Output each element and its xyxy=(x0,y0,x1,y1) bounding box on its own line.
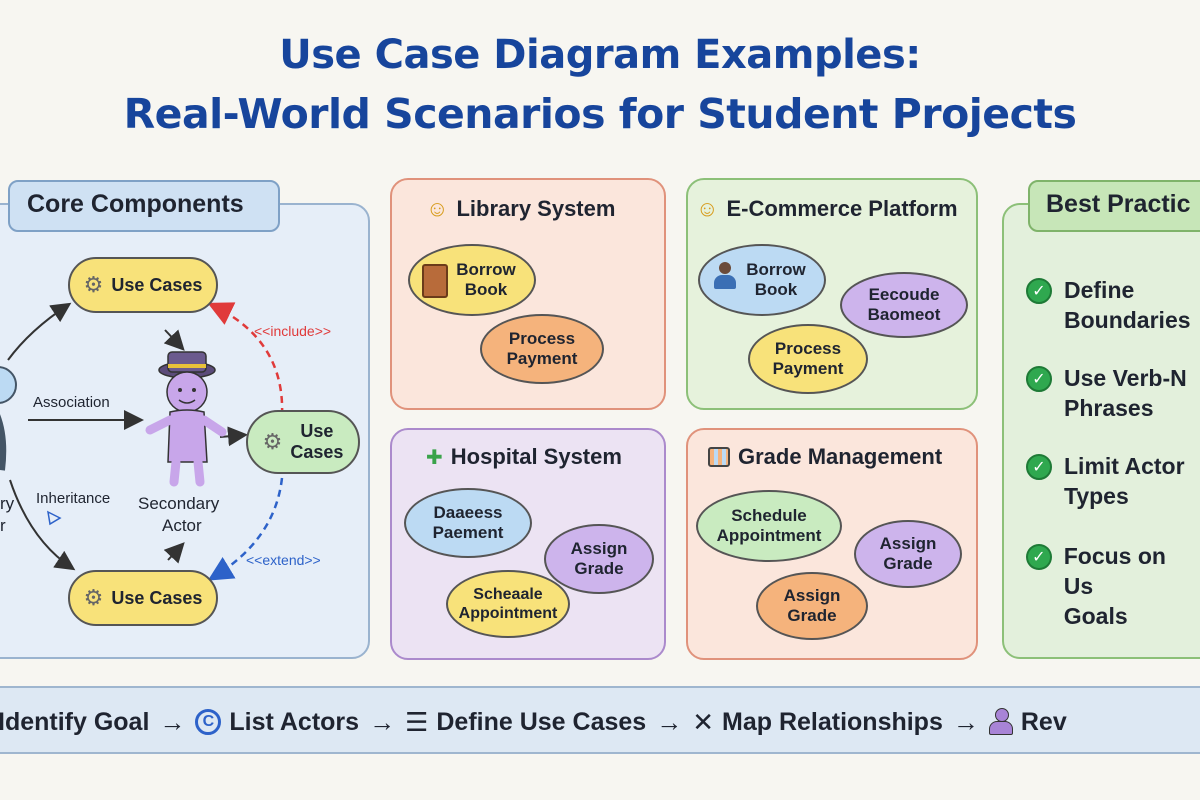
core-use-case-bottom: ⚙ Use Cases xyxy=(68,570,218,626)
hospital-bubble-schedule-appointment: Scheaale Appointment xyxy=(446,570,570,638)
core-use-case-middle: ⚙ Use Cases xyxy=(246,410,360,474)
secondary-actor-label-2: Actor xyxy=(162,516,202,535)
include-label: <<include>> xyxy=(254,323,332,339)
flow-arrow: → xyxy=(159,706,186,737)
library-system-heading: ☺ Library System xyxy=(426,196,616,221)
gear-icon: ⚙ xyxy=(262,429,283,455)
extend-label: <<extend>> xyxy=(246,552,321,568)
core-components-heading: Core Components xyxy=(27,190,244,218)
best-practice-item: ✓ Limit Actor Types xyxy=(1026,452,1185,512)
best-practice-item: ✓ Focus on Us Goals xyxy=(1026,542,1200,632)
primary-actor-label-2: r xyxy=(0,516,6,535)
flow-step-list-actors: List Actors xyxy=(229,707,360,736)
primary-actor-label-1: ry xyxy=(0,494,15,513)
page-title-line1: Use Case Diagram Examples: xyxy=(279,32,921,78)
inheritance-label: Inheritance xyxy=(36,490,111,507)
grade-bubble-assign-grade-1: Assign Grade xyxy=(854,520,962,588)
crossed-tools-icon: ✕ xyxy=(692,706,714,737)
smiley-icon: ☺ xyxy=(696,196,719,221)
best-practices-heading: Best Practic xyxy=(1046,190,1191,218)
ecommerce-bubble-process-payment: Process Payment xyxy=(748,324,868,394)
core-components-heading-box xyxy=(8,180,280,232)
secondary-actor-label-1: Secondary xyxy=(138,494,220,513)
at-sign-icon: C xyxy=(195,709,222,735)
ecommerce-heading: ☺ E-Commerce Platform xyxy=(696,196,958,221)
flow-arrow: → xyxy=(369,706,396,737)
flow-step-review: Rev xyxy=(1020,707,1067,736)
list-icon: ☰ xyxy=(405,706,429,737)
calendar-icon xyxy=(708,447,730,467)
library-bubble-borrow-book: Borrow Book xyxy=(408,244,536,316)
association-label: Association xyxy=(33,394,110,411)
flow-step-define-use-cases: Define Use Cases xyxy=(436,707,647,736)
checkmark-icon: ✓ xyxy=(1026,454,1052,480)
flow-arrow: → xyxy=(656,706,683,737)
flow-arrow: → xyxy=(952,706,979,737)
flow-step-identify-goal: Identify Goal xyxy=(0,707,150,736)
page-title-line2: Real-World Scenarios for Student Project… xyxy=(123,90,1077,138)
checkmark-icon: ✓ xyxy=(1026,366,1052,392)
hospital-system-heading: ✚ Hospital System xyxy=(426,444,622,469)
gear-icon: ⚙ xyxy=(83,585,104,610)
ecommerce-bubble-2: Eecoude Baomeot xyxy=(840,272,968,338)
best-practice-item: ✓ Use Verb-N Phrases xyxy=(1026,364,1187,424)
library-bubble-process-payment: Process Payment xyxy=(480,314,604,384)
grade-bubble-assign-grade-2: Assign Grade xyxy=(756,572,868,640)
gear-icon: ⚙ xyxy=(83,272,104,297)
book-icon xyxy=(422,264,448,298)
checkmark-icon: ✓ xyxy=(1026,544,1052,570)
best-practice-item: ✓ Define Boundaries xyxy=(1026,276,1191,336)
process-flow-steps: Identify Goal → C List Actors → ☰ Define… xyxy=(0,704,1067,740)
hospital-bubble-assign-grade: Assign Grade xyxy=(544,524,654,594)
syringe-icon: ✚ xyxy=(426,446,443,469)
grade-management-heading: Grade Management xyxy=(708,444,942,470)
checkmark-icon: ✓ xyxy=(1026,278,1052,304)
grade-bubble-schedule-appointment: Schedule Appointment xyxy=(696,490,842,562)
ecommerce-bubble-borrow-book: Borrow Book xyxy=(698,244,826,316)
smiley-icon: ☺ xyxy=(426,196,449,221)
flow-step-map-relationships: Map Relationships xyxy=(722,707,943,736)
person-icon xyxy=(988,708,1013,736)
core-use-case-top: ⚙ Use Cases xyxy=(68,257,218,313)
user-icon xyxy=(714,262,736,292)
best-practices-heading-box xyxy=(1028,180,1200,232)
hospital-bubble-1: Daaeess Paement xyxy=(404,488,532,558)
